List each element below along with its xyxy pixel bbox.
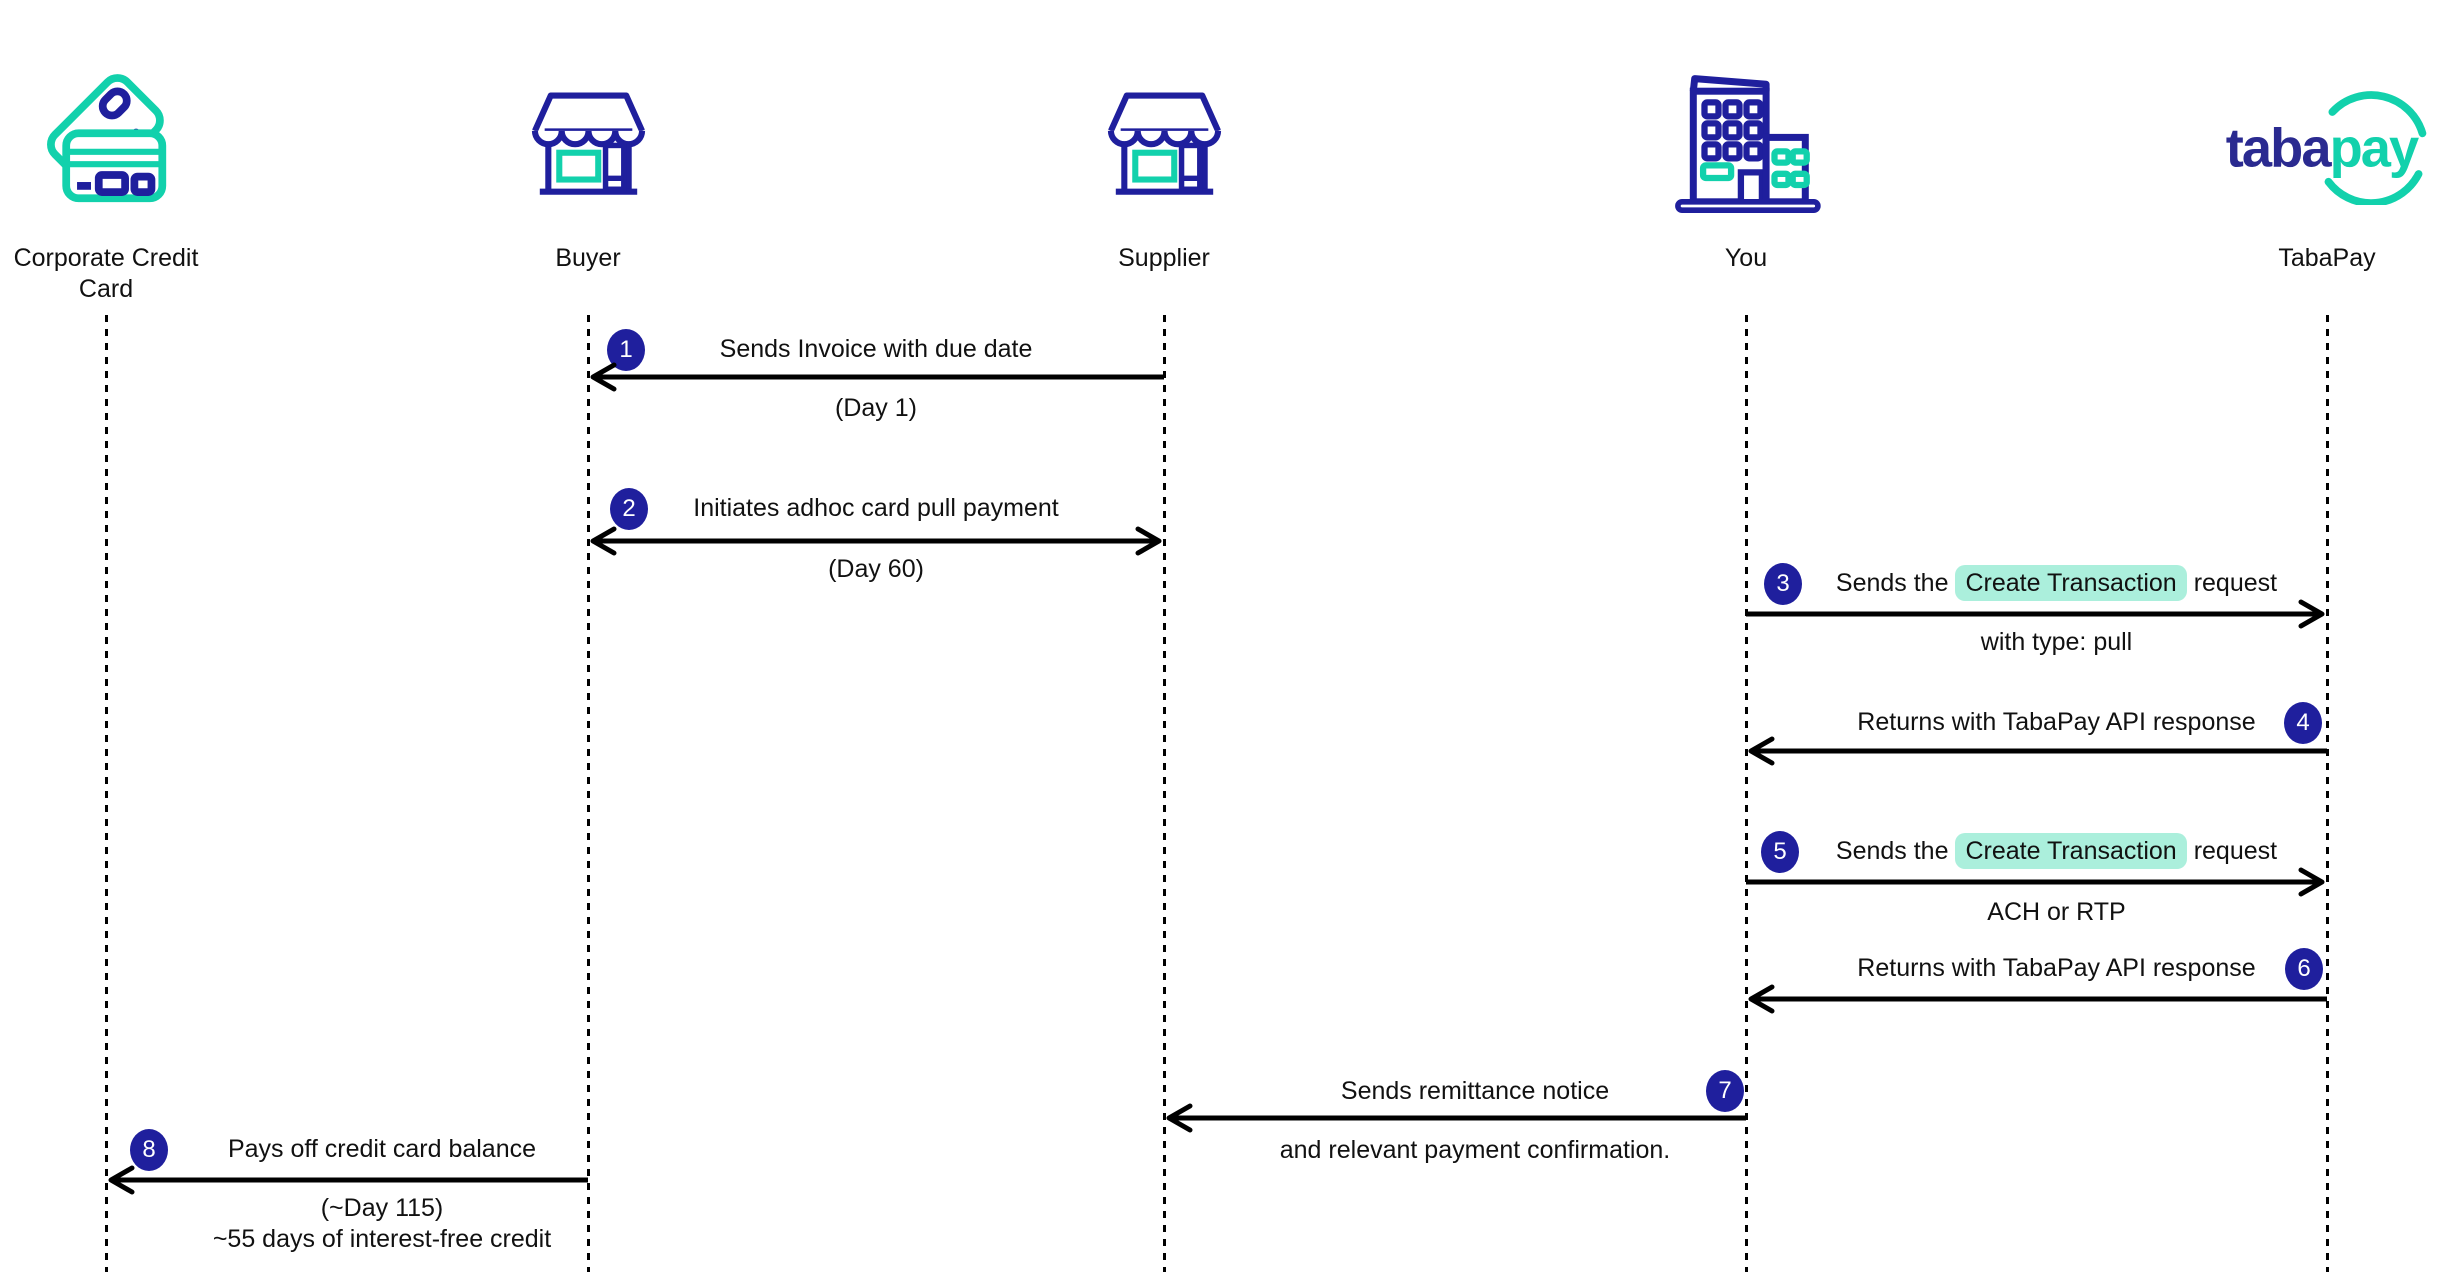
message-label-prefix: Sends the bbox=[1835, 837, 1949, 865]
actor-tabapay: tabapay TabaPay bbox=[2167, 60, 2444, 274]
message-arrow-left bbox=[590, 362, 1164, 392]
step-badge: 6 bbox=[2285, 948, 2323, 990]
actor-label: Supplier bbox=[1118, 244, 1210, 272]
actor-supplier: Supplier bbox=[1004, 60, 1324, 274]
actor-label-line2: Card bbox=[78, 275, 134, 303]
message-label: Returns with TabaPay API response bbox=[1857, 708, 2256, 736]
message-label-suffix: request bbox=[2193, 837, 2278, 865]
message-arrow-left bbox=[1748, 984, 2327, 1014]
message-label: Sends remittance notice bbox=[1340, 1077, 1610, 1105]
message-arrow-right bbox=[1746, 599, 2325, 629]
step-badge: 7 bbox=[1706, 1070, 1744, 1112]
logo-text-teal: pay bbox=[2329, 118, 2418, 178]
message-label: Initiates adhoc card pull payment bbox=[693, 494, 1059, 522]
step-badge: 8 bbox=[130, 1129, 168, 1171]
message-arrow-left bbox=[1748, 736, 2327, 766]
message-label: Sends Invoice with due date bbox=[719, 335, 1033, 363]
lifeline-you bbox=[1745, 315, 1748, 1272]
message-sublabel: (Day 1) bbox=[835, 394, 917, 422]
actor-you: You bbox=[1586, 60, 1906, 274]
message-label-highlight: Create Transaction bbox=[1955, 833, 2187, 869]
message-label: Returns with TabaPay API response bbox=[1857, 954, 2256, 982]
message-sublabel: and relevant payment confirmation. bbox=[1279, 1136, 1671, 1164]
actor-label: TabaPay bbox=[2278, 244, 2376, 272]
message-arrow-left bbox=[1166, 1103, 1746, 1133]
lifeline-buyer bbox=[587, 315, 590, 1272]
step-badge: 1 bbox=[607, 329, 645, 371]
message-label-highlight: Create Transaction bbox=[1955, 565, 2187, 601]
storefront-icon bbox=[1102, 60, 1227, 225]
lifeline-supplier bbox=[1163, 315, 1166, 1272]
actor-corporate-credit-card: Corporate Credit Card bbox=[0, 60, 266, 305]
message-sublabel: (~Day 115) bbox=[320, 1194, 444, 1222]
actor-label: Buyer bbox=[555, 244, 621, 272]
credit-card-icon bbox=[29, 60, 184, 225]
message-arrow-left bbox=[108, 1165, 588, 1195]
message-sublabel: with type: pull bbox=[1980, 628, 2133, 656]
message-sublabel2: ~55 days of interest-free credit bbox=[212, 1225, 552, 1253]
message-label-suffix: request bbox=[2193, 569, 2278, 597]
lifeline-tabapay bbox=[2326, 315, 2329, 1272]
step-badge: 2 bbox=[610, 488, 648, 530]
actor-buyer: Buyer bbox=[428, 60, 748, 274]
tabapay-logo: tabapay bbox=[2225, 60, 2430, 225]
actor-label: Corporate Credit Card bbox=[14, 243, 199, 305]
actor-label-line1: Corporate Credit bbox=[13, 244, 199, 272]
message-arrow-both bbox=[590, 526, 1162, 556]
office-building-icon bbox=[1669, 60, 1824, 225]
svg-text:tabapay: tabapay bbox=[2225, 118, 2418, 178]
storefront-icon bbox=[526, 60, 651, 225]
logo-text-navy: taba bbox=[2225, 118, 2332, 178]
message-sublabel: (Day 60) bbox=[828, 555, 924, 583]
lifeline-corporate-credit-card bbox=[105, 315, 108, 1272]
actor-label: You bbox=[1724, 244, 1768, 272]
message-label: Pays off credit card balance bbox=[227, 1135, 537, 1163]
step-badge: 3 bbox=[1764, 563, 1802, 605]
step-badge: 4 bbox=[2284, 702, 2322, 744]
message-sublabel: ACH or RTP bbox=[1987, 898, 2126, 926]
message-arrow-right bbox=[1746, 867, 2325, 897]
message-label-prefix: Sends the bbox=[1835, 569, 1949, 597]
step-badge: 5 bbox=[1761, 831, 1799, 873]
